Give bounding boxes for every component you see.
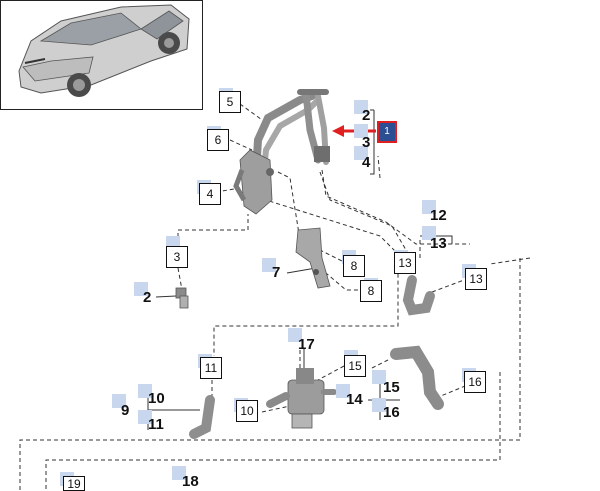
- vehicle-thumbnail: [0, 0, 203, 110]
- part-box-10[interactable]: 10: [236, 400, 258, 422]
- part-box-13-right[interactable]: 13: [465, 268, 487, 290]
- part-box-11[interactable]: 11: [200, 357, 222, 379]
- leader-lines: [19, 103, 531, 491]
- ref-marker: [138, 410, 152, 424]
- part-label-12: 12: [430, 207, 447, 224]
- part-label-2-top: 2: [362, 107, 371, 124]
- pipe-bracket: [233, 149, 274, 215]
- part-box-15[interactable]: 15: [344, 355, 366, 377]
- part-box-6[interactable]: 6: [207, 129, 229, 151]
- highlighted-part-callout[interactable]: 1: [377, 121, 397, 143]
- part-label-17: 17: [298, 336, 315, 353]
- mounting-bracket: [295, 227, 331, 289]
- part-box-8-upper[interactable]: 8: [343, 255, 365, 277]
- part-box-19[interactable]: 19: [63, 476, 85, 491]
- ref-marker: [372, 398, 386, 412]
- ref-marker: [288, 328, 302, 342]
- part-label-10: 10: [148, 390, 165, 407]
- part-box-5[interactable]: 5: [219, 91, 241, 113]
- part-label-2: 2: [143, 289, 152, 306]
- ref-marker: [112, 394, 126, 408]
- part-box-16[interactable]: 16: [464, 371, 486, 393]
- part-label-4-top: 4: [362, 154, 371, 171]
- part-box-3[interactable]: 3: [166, 246, 188, 268]
- part-label-16: 16: [383, 404, 400, 421]
- ref-marker: [422, 226, 436, 240]
- ref-marker: [172, 466, 186, 480]
- ref-marker: [134, 282, 148, 296]
- coolant-valve: [266, 368, 337, 429]
- hose-11: [189, 395, 215, 439]
- hose-15: [390, 345, 444, 410]
- vehicle-illustration: [18, 4, 190, 97]
- part-label-3-top: 3: [362, 134, 371, 151]
- ref-marker: [354, 146, 368, 160]
- part-box-8-lower[interactable]: 8: [360, 280, 382, 302]
- ref-marker: [336, 384, 350, 398]
- ref-marker: [354, 100, 368, 114]
- ref-marker: [354, 124, 368, 138]
- temperature-sensor: [175, 287, 189, 309]
- ref-marker: [372, 370, 386, 384]
- part-label-9: 9: [121, 402, 130, 419]
- part-box-13-left[interactable]: 13: [394, 252, 416, 274]
- part-label-13: 13: [430, 235, 447, 252]
- part-label-11: 11: [148, 416, 164, 433]
- part-label-18: 18: [182, 473, 199, 490]
- part-box-4[interactable]: 4: [199, 183, 221, 205]
- ref-marker: [138, 384, 152, 398]
- ref-marker: [262, 258, 276, 272]
- part-label-14: 14: [346, 391, 363, 408]
- ref-marker: [422, 200, 436, 214]
- part-label-15: 15: [383, 379, 400, 396]
- hose-13: [402, 275, 435, 316]
- part-label-7: 7: [272, 264, 281, 281]
